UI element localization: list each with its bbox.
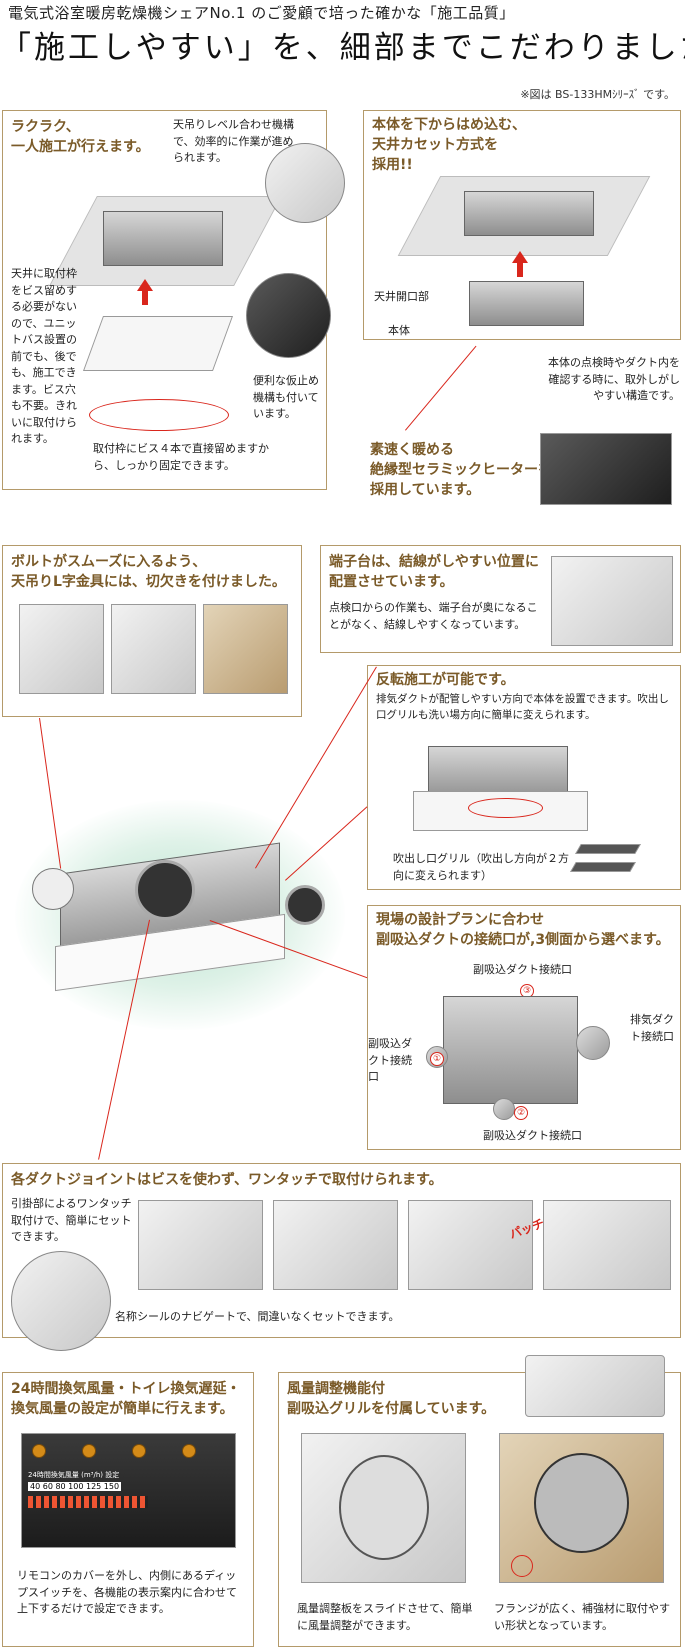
section1-title-line1: ラクラク、 (11, 119, 80, 135)
section4-title-line2: 配置させています。 (329, 574, 454, 590)
top-view-unit (443, 996, 578, 1104)
port-label-top: 副吸込ダクト接続口 (473, 963, 572, 976)
ceiling-frame-illustration (464, 191, 594, 236)
terminal-photo (551, 556, 673, 646)
grille-part-1 (575, 844, 641, 854)
dial-icon-2 (82, 1444, 96, 1458)
product-duct-side (285, 885, 325, 925)
section2-title-line1: 本体を下からはめ込む、 (372, 117, 526, 133)
slide-note: 風量調整板をスライドさせて、簡単に風量調整ができます。 (297, 1602, 473, 1632)
seal-closeup (11, 1251, 111, 1351)
grille-opening-1 (339, 1455, 429, 1560)
dial-icon-3 (132, 1444, 146, 1458)
section2-title-line3: 採用!! (372, 157, 413, 173)
insert-arrow-stem (517, 263, 523, 277)
section1-title-line2: 一人施工が行えます。 (11, 139, 150, 155)
install-arrow-stem (142, 291, 148, 305)
section-sub-grille: 風量調整機能付 副吸込グリルを付属しています。 風量調整板をスライドさせて、簡単… (278, 1372, 681, 1647)
section3-title-line1: ボルトがスムーズに入るよう、 (11, 554, 207, 570)
section-duct-joint: 各ダクトジョイントはビスを使わず、ワンタッチで取付けられます。 引掛部によるワン… (2, 1163, 681, 1351)
section-l-bracket: ボルトがスムーズに入るよう、 天吊りL字金具には、切欠きを付けました。 (2, 545, 302, 717)
joint-photo-1 (138, 1200, 263, 1290)
section6-title-line1: 現場の設計プランに合わせ (376, 912, 544, 928)
section9-title-line1: 風量調整機能付 (287, 1381, 385, 1397)
frame-note: 天井に取付枠をビス留めする必要がないので、ユニットバス設置の前でも、後でも、施工… (11, 267, 77, 445)
seal-note: 名称シールのナビゲートで、間違いなくセットできます。 (115, 1310, 400, 1323)
port-label-right: 排気ダクト接続口 (630, 1013, 674, 1043)
section2-title-line2: 天井カセット方式を (372, 137, 498, 153)
temp-note: 便利な仮止め機構も付いています。 (253, 374, 319, 420)
header-subtitle: 電気式浴室暖房乾燥機シェアNo.1 のご愛顧で培った確かな「施工品質」 (8, 4, 515, 22)
switch-bank (28, 1496, 148, 1508)
model-note: ※図は BS-133HMｼﾘｰｽﾞ です。 (520, 88, 675, 101)
section-dip-switch: 24時間換気風量・トイレ換気遅延・ 換気風量の設定が簡単に行えます。 24時間換… (2, 1372, 254, 1647)
sub-grille-product (525, 1355, 665, 1417)
joint-note: 引掛部によるワンタッチ取付けで、簡単にセットできます。 (11, 1197, 132, 1243)
heater-title-line1: 素速く暖める (370, 442, 454, 458)
flange-highlight (511, 1555, 533, 1577)
insert-arrow-icon (512, 251, 528, 263)
level-note: 天吊りレベル合わせ機構で、効率的に作業が進められます。 (173, 118, 294, 164)
label-ceiling-opening: 天井開口部 (374, 290, 429, 303)
grille-note: 吹出し口グリル（吹出し方向が２方向に変えられます） (393, 852, 569, 882)
section3-title-line2: 天吊りL字金具には、切欠きを付けました。 (11, 574, 286, 590)
section5-title: 反転施工が可能です。 (376, 672, 515, 688)
screw-highlight (89, 399, 229, 431)
inspect-note: 本体の点検時やダクト内を確認する時に、取外しがしやすい構造です。 (548, 356, 680, 402)
joint-photo-4 (543, 1200, 671, 1290)
heater-photo (540, 433, 672, 505)
section-terminal-block: 端子台は、結線がしやすい位置に 配置させています。 点検口からの作業も、端子台が… (320, 545, 681, 653)
unit-frame-illustration (103, 211, 223, 266)
section6-title-line2: 副吸込ダクトの接続口が,3側面から選べます。 (376, 932, 670, 948)
label-main-body: 本体 (388, 324, 410, 337)
dial-icon-4 (182, 1444, 196, 1458)
heater-pointer-line (405, 345, 477, 431)
section9-title-line2: 副吸込グリルを付属しています。 (287, 1401, 496, 1417)
install-arrow-icon (137, 279, 153, 291)
flange-note: フランジが広く、補強材に取付やすい形状となっています。 (494, 1602, 670, 1632)
dip-note: リモコンのカバーを外し、内側にあるディップスイッチを、各機能の表示案内に合わせて… (17, 1569, 237, 1615)
main-body-illustration (469, 281, 584, 326)
bracket-photo-3 (203, 604, 288, 694)
unit-panel-illustration (82, 316, 234, 371)
section4-title-line1: 端子台は、結線がしやすい位置に (329, 554, 539, 570)
dial-icon-1 (32, 1444, 46, 1458)
joint-photo-3 (408, 1200, 533, 1290)
product-duct-front (135, 860, 195, 920)
heater-title-line2: 絶縁型セラミックヒーターを (370, 462, 552, 478)
switch-values: 40 60 80 100 125 150 (28, 1482, 122, 1491)
dip-switch-photo: 24時間換気風量 (m³/h) 設定 40 60 80 100 125 150 (21, 1433, 236, 1548)
port-label-left: 副吸込ダクト接続口 (368, 1037, 412, 1083)
section8-title-line2: 換気風量の設定が簡単に行えます。 (11, 1401, 234, 1417)
section-duct-ports: 現場の設計プランに合わせ 副吸込ダクトの接続口が,3側面から選べます。 副吸込ダ… (367, 905, 681, 1150)
section-reverse-install: 反転施工が可能です。 排気ダクトが配管しやすい方向で本体を設置できます。吹出し口… (367, 665, 681, 890)
section8-title-line1: 24時間換気風量・トイレ換気遅延・ (11, 1381, 241, 1397)
product-corner-highlight (32, 868, 74, 910)
temp-fix-closeup (246, 273, 331, 358)
bracket-photo-2 (111, 604, 196, 694)
screw-note: 取付枠にビス４本で直接留めますから、しっかり固定できます。 (93, 442, 269, 472)
section-one-person-install: ラクラク、 一人施工が行えます。 天吊りレベル合わせ機構で、効率的に作業が進めら… (2, 110, 345, 490)
switch-label: 24時間換気風量 (m³/h) 設定 (28, 1471, 120, 1479)
joint-photo-2 (273, 1200, 398, 1290)
port-label-bottom: 副吸込ダクト接続口 (483, 1129, 582, 1142)
reverse-note: 排気ダクトが配管しやすい方向で本体を設置できます。吹出し口グリルも洗い場方向に簡… (376, 693, 669, 721)
page-title: 「施工しやすい」を、細部までこだわりました (0, 30, 685, 66)
grille-highlight (468, 798, 543, 818)
heater-title-line3: 採用しています。 (370, 482, 481, 498)
terminal-note: 点検口からの作業も、端子台が奥になることがなく、結線しやすくなっています。 (329, 601, 538, 631)
grille-opening-2 (534, 1453, 629, 1553)
port-right-duct (576, 1026, 610, 1060)
grille-part-2 (570, 862, 636, 872)
bracket-photo-1 (19, 604, 104, 694)
port-number-2: ② (514, 1106, 528, 1120)
port-bottom-duct (493, 1098, 515, 1120)
section-cassette-system: 本体を下からはめ込む、 天井カセット方式を 採用!! 天井開口部 本体 (363, 110, 681, 340)
level-adjust-closeup (265, 143, 345, 223)
section7-title: 各ダクトジョイントはビスを使わず、ワンタッチで取付けられます。 (11, 1172, 443, 1188)
port-number-1: ① (430, 1052, 444, 1066)
